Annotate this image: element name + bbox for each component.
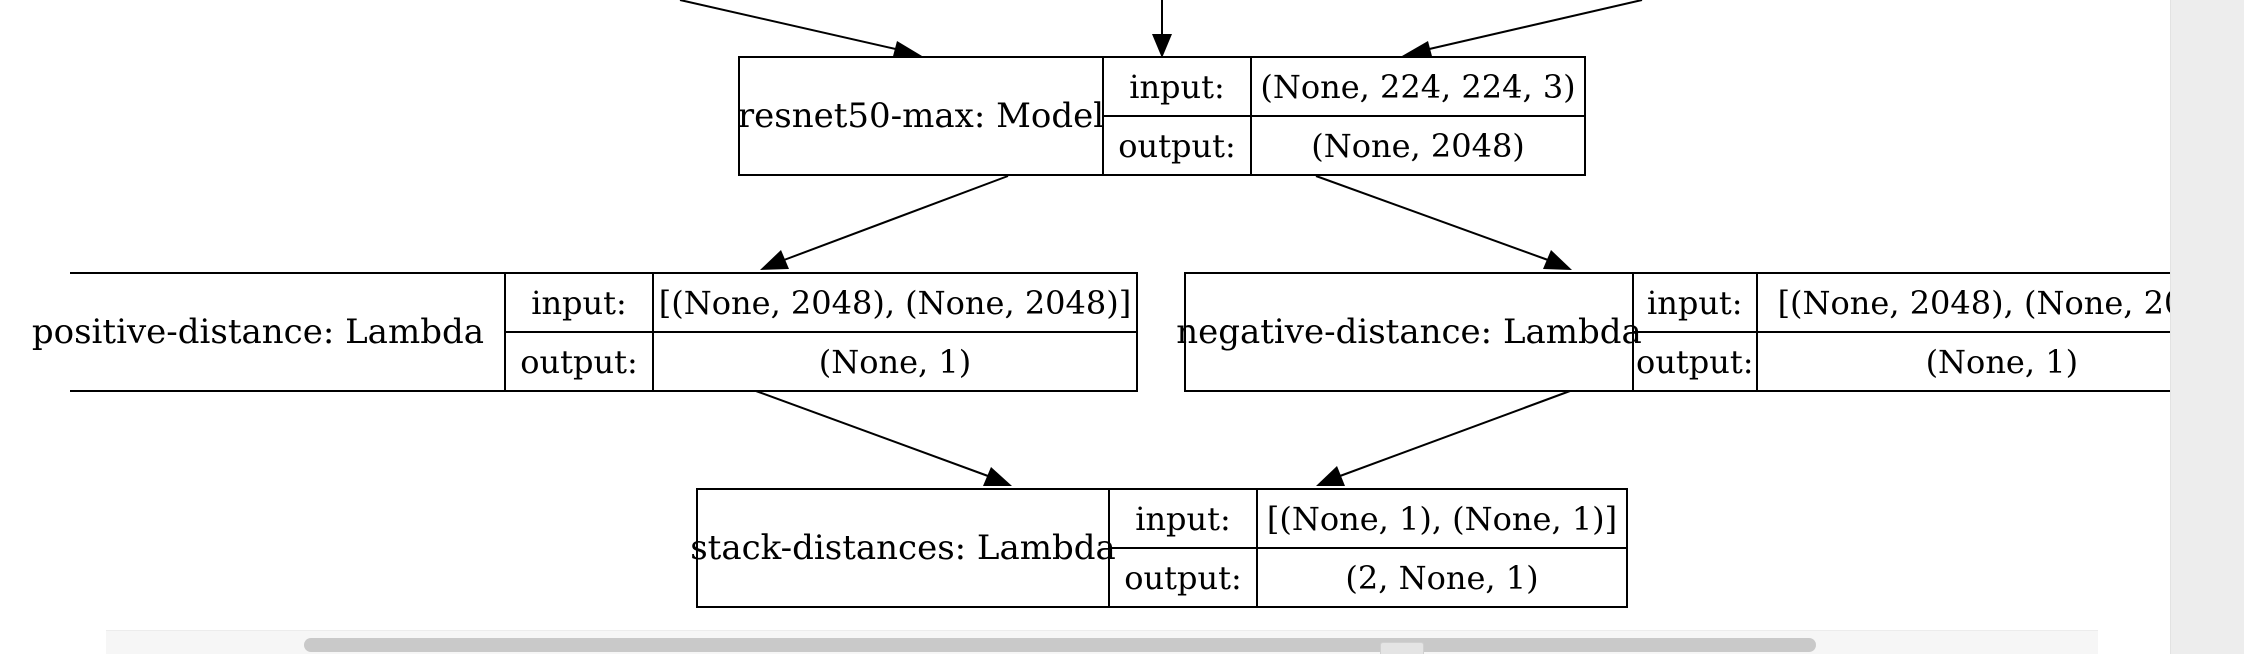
graph-viewport[interactable]: resnet50-max: Model input: output: (None… <box>0 0 2170 654</box>
input-shape: [(None, 2048), (None, 2048)] <box>1757 274 2170 333</box>
horizontal-scrollbar-thumb[interactable] <box>304 638 1816 652</box>
input-shape: [(None, 1), (None, 1)] <box>1258 490 1626 549</box>
output-label: output: <box>1118 126 1236 165</box>
input-label: input: <box>506 274 652 333</box>
edge-in-center <box>1152 0 1172 58</box>
edge-in-right <box>1402 0 1643 60</box>
node-stack-distances[interactable]: stack-distances: Lambda input: output: [… <box>690 488 1628 608</box>
output-label: output: <box>1124 558 1242 597</box>
input-label: input: <box>1634 274 1756 333</box>
input-shape: [(None, 2048), (None, 2048)] <box>654 274 1136 333</box>
output-shape: (2, None, 1) <box>1345 558 1539 597</box>
node-name: positive-distance: Lambda <box>32 274 506 390</box>
edge-in-left <box>679 0 922 60</box>
node-resnet50-max[interactable]: resnet50-max: Model input: output: (None… <box>738 56 1586 176</box>
edge-positive-stack <box>755 390 1012 486</box>
edges <box>679 0 1643 486</box>
vertical-scrollbar-gutter[interactable] <box>2170 0 2244 654</box>
output-shape: (None, 2048) <box>1311 126 1525 165</box>
output-shape: (None, 1) <box>1925 342 2079 381</box>
node-name: stack-distances: Lambda <box>690 490 1116 606</box>
edge-resnet-negative <box>1315 175 1572 270</box>
node-name: negative-distance: Lambda <box>1176 274 1642 390</box>
output-label: output: <box>520 342 638 381</box>
node-negative-distance[interactable]: negative-distance: Lambda input: output:… <box>1176 272 2170 392</box>
input-label: input: <box>1104 58 1250 117</box>
resize-handle[interactable] <box>1380 642 1424 654</box>
output-shape: (None, 1) <box>818 342 972 381</box>
edge-negative-stack <box>1316 390 1571 486</box>
output-label: output: <box>1636 342 1754 381</box>
node-positive-distance[interactable]: positive-distance: Lambda input: output:… <box>32 272 1138 392</box>
input-label: input: <box>1110 490 1256 549</box>
node-name: resnet50-max: Model <box>738 58 1104 174</box>
input-shape: (None, 224, 224, 3) <box>1252 58 1584 117</box>
edge-resnet-positive <box>760 175 1009 270</box>
